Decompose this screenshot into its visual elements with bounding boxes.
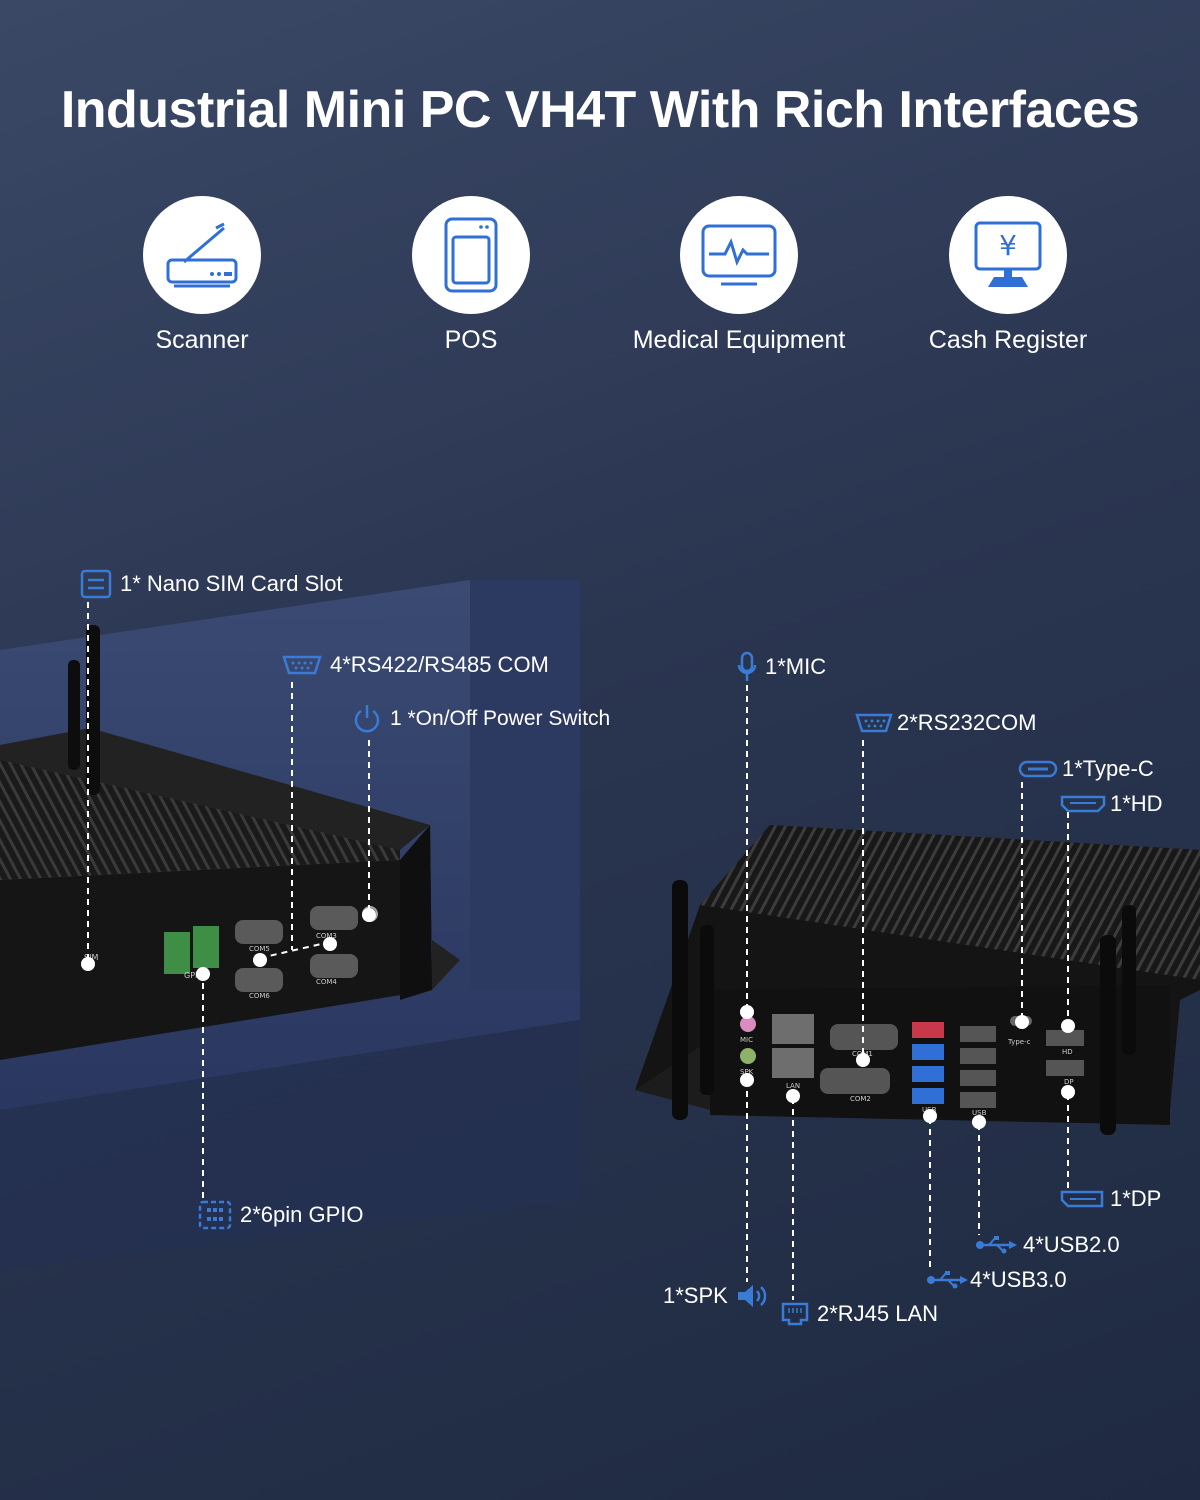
serial-port-icon [855, 713, 893, 733]
speaker-icon [737, 1285, 767, 1307]
medical-monitor-icon [680, 196, 798, 314]
callout-label: 1 *On/Off Power Switch [390, 707, 611, 730]
port-label-com4: COM4 [316, 978, 337, 986]
leader-dots [81, 908, 1075, 1129]
app-label: Cash Register [928, 326, 1088, 354]
callout-label: 1*SPK [663, 1283, 728, 1308]
port-label-mic: MIC [740, 1036, 753, 1044]
callout-usb3: 4*USB3.0 [926, 1267, 1067, 1293]
app-pos: POS [341, 196, 601, 355]
port-label-hd: HD [1062, 1048, 1073, 1056]
port-label-com3: COM3 [316, 932, 337, 940]
cash-register-icon: ¥ [949, 196, 1067, 314]
callout-hd: 1*HD [1060, 791, 1163, 817]
app-label: Medical Equipment [632, 326, 846, 354]
callout-label: 4*USB2.0 [1023, 1232, 1120, 1257]
port-label-com6: COM6 [249, 992, 270, 1000]
power-icon [354, 705, 380, 733]
gpio-icon [198, 1200, 232, 1230]
callout-typec: 1*Type-C [1018, 756, 1154, 782]
app-label: Scanner [155, 326, 249, 354]
callout-label: 1*Type-C [1062, 756, 1154, 781]
port-label-sim: SIM [84, 953, 98, 962]
callout-label: 2*RJ45 LAN [817, 1301, 939, 1326]
callout-sim: 1* Nano SIM Card Slot [80, 568, 343, 600]
callout-lan: 2*RJ45 LAN [781, 1301, 938, 1327]
callout-mic: 1*MIC [737, 651, 826, 683]
app-cash-register: ¥ Cash Register [878, 196, 1138, 355]
callout-spk: 1*SPK [663, 1283, 768, 1309]
callout-label: 4*USB3.0 [970, 1267, 1067, 1292]
sim-card-icon [80, 569, 112, 599]
app-label: POS [444, 326, 498, 354]
callout-dp: 1*DP [1060, 1186, 1161, 1212]
app-scanner: Scanner [72, 196, 332, 355]
callout-label: 2*RS232COM [897, 710, 1037, 735]
port-label-typec: Type-c [1007, 1038, 1031, 1046]
callout-rs422: 4*RS422/RS485 COM [282, 652, 549, 678]
serial-port-icon [282, 655, 322, 675]
port-label-com5: COM5 [249, 945, 270, 953]
pos-icon [412, 196, 530, 314]
callout-label: 1* Nano SIM Card Slot [120, 571, 343, 596]
usb-icon [927, 1271, 968, 1289]
port-label-gpio: GPIO [184, 971, 204, 980]
svg-text:¥: ¥ [999, 229, 1017, 262]
callout-rs232: 2*RS232COM [855, 710, 1036, 736]
page-title: Industrial Mini PC VH4T With Rich Interf… [60, 81, 1140, 139]
app-medical: Medical Equipment [609, 196, 869, 355]
callout-label: 2*6pin GPIO [240, 1202, 364, 1227]
callout-usb2: 4*USB2.0 [975, 1232, 1120, 1258]
hdmi-icon [1060, 795, 1106, 813]
callout-label: 1*MIC [765, 654, 827, 679]
port-label-lan: LAN [786, 1082, 800, 1090]
callout-label: 4*RS422/RS485 COM [330, 652, 549, 677]
usb-icon [976, 1236, 1017, 1254]
callout-label: 1*HD [1110, 791, 1163, 816]
leader-lines [87, 602, 1069, 1300]
microphone-icon [737, 651, 757, 681]
type-c-icon [1018, 760, 1058, 778]
left-device: SIM GPIO COM5 COM3 COM6 COM4 [0, 625, 460, 1060]
port-label-com2: COM2 [850, 1095, 871, 1103]
port-label-dp: DP [1064, 1078, 1074, 1086]
port-label-usb: USB [972, 1109, 987, 1117]
port-label-spk: SPK [740, 1068, 754, 1076]
callout-gpio: 2*6pin GPIO [198, 1200, 364, 1230]
callout-power: 1 *On/Off Power Switch [352, 703, 610, 735]
displayport-icon [1060, 1190, 1104, 1208]
ethernet-icon [781, 1302, 809, 1326]
scanner-icon [143, 196, 261, 314]
callout-label: 1*DP [1110, 1186, 1162, 1211]
